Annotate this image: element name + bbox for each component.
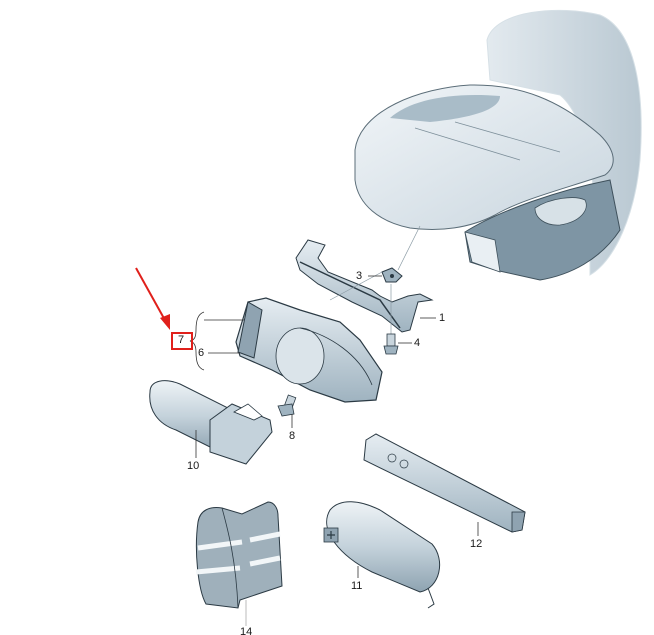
- leader-line: [329, 271, 383, 301]
- part-label-12: 12: [470, 538, 483, 550]
- highlight-arrow: [135, 267, 170, 330]
- part-6-storage-tray: [235, 297, 383, 403]
- part-label-7: 7: [178, 334, 185, 346]
- part-10-extinguisher-holder: [149, 380, 273, 465]
- part-label-14: 14: [240, 626, 253, 635]
- seat-cushion: [354, 84, 621, 281]
- part-label-8: 8: [289, 430, 296, 442]
- leader-line: [397, 225, 421, 271]
- part-11-first-aid-kit: [323, 501, 441, 609]
- part-label-1: 1: [439, 312, 446, 324]
- part-label-3: 3: [356, 270, 363, 282]
- part-4-bolt: [383, 333, 399, 355]
- part-label-10: 10: [187, 460, 200, 472]
- part-14-safety-vest: [195, 501, 283, 609]
- part-3-clip-nut: [381, 267, 403, 283]
- part-label-4: 4: [414, 337, 421, 349]
- highlight-box-7: [171, 332, 193, 350]
- part-label-6: 6: [198, 347, 205, 359]
- part-8-bolt: [277, 394, 297, 417]
- part-1-bracket: [295, 239, 434, 333]
- leader-lines: [189, 275, 479, 626]
- part-label-11: 11: [351, 580, 363, 592]
- part-12-triangle-case: [363, 433, 526, 533]
